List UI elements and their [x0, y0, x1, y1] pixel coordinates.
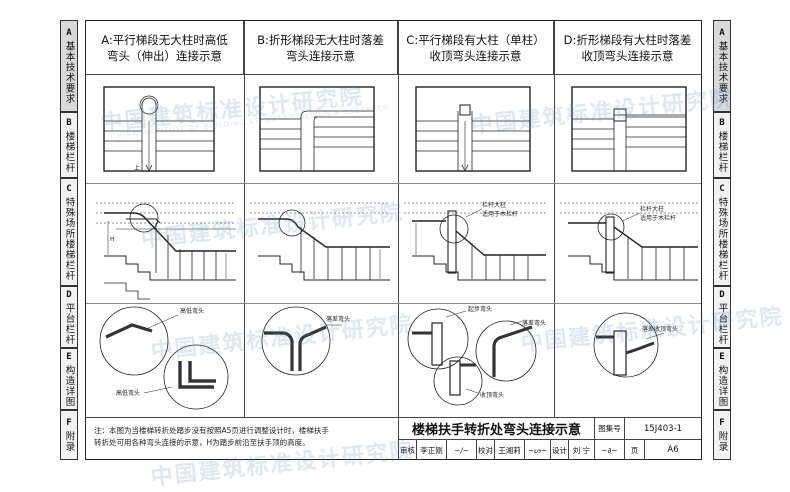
- side-tab-c[interactable]: C 特殊场所楼梯栏杆: [60, 178, 78, 286]
- elevation-view-c: [404, 202, 546, 281]
- detail-view-c: [407, 308, 537, 406]
- detail-view-a: [99, 306, 229, 410]
- label-dazhu-c2: 适用于木栏杆: [482, 210, 518, 218]
- atlas-number: 15J403-1: [624, 417, 701, 439]
- check-label: 校对: [476, 439, 494, 460]
- elevation-view-a: [96, 202, 236, 300]
- side-tab-b[interactable]: B 楼梯栏杆: [60, 112, 78, 178]
- label-dazhu-d2: 适用于木栏杆: [640, 214, 676, 222]
- side-tab-c-right[interactable]: C 特殊场所楼梯栏杆: [713, 178, 731, 286]
- dim-label-h: H: [110, 236, 115, 243]
- plan-view-a: [103, 86, 215, 172]
- column-divider: [398, 21, 399, 417]
- design-label: 设计: [550, 439, 568, 460]
- atlas-label: 图集号: [594, 417, 624, 439]
- plan-view-b: [259, 86, 375, 172]
- stair-drawings: 上: [96, 86, 698, 410]
- side-tab-a[interactable]: A 基本技术要求: [60, 20, 78, 112]
- row-divider: [86, 183, 701, 184]
- side-tab-e-right[interactable]: E 构造详图: [713, 348, 731, 410]
- designer-name: 刘 宁: [568, 439, 594, 460]
- plan-view-c: [415, 86, 531, 172]
- drawing-title: 楼梯扶手转折处弯头连接示意: [398, 417, 594, 439]
- row-divider: [86, 417, 701, 418]
- column-divider: [244, 21, 245, 417]
- elevation-view-d: [560, 202, 698, 281]
- main-frame: A:平行梯段无大柱时高低 弯头（伸出）连接示意 B:折形梯段无大柱时落差 弯头连…: [85, 20, 702, 460]
- row-divider: [86, 303, 701, 304]
- reviewer-signature: ∽∕~: [446, 439, 476, 460]
- label-gaodi-wantou-2: 高低弯头: [116, 389, 140, 397]
- label-luocha-wantou-b: 落差弯头: [326, 315, 350, 323]
- label-gaodi-wantou: 高低弯头: [180, 307, 204, 315]
- designer-signature: ~∂~: [594, 439, 624, 460]
- side-tab-a-right[interactable]: A 基本技术要求: [713, 20, 731, 112]
- label-qibu-wantou: 起步弯头: [468, 305, 492, 313]
- side-tab-b-right[interactable]: B 楼梯栏杆: [713, 112, 731, 178]
- checker-signature: ~ᔕ~: [524, 439, 550, 460]
- detail-view-d: [593, 312, 665, 378]
- side-tab-f[interactable]: F 附录: [60, 410, 78, 460]
- review-label: 审核: [398, 439, 416, 460]
- plan-up-label-a: 上: [134, 164, 140, 172]
- label-dazhu-c1: 栏杆大柱: [482, 201, 506, 209]
- column-header-d: D:折形梯段有大柱时落差 收顶弯头连接示意: [554, 21, 701, 75]
- checker-name: 王湘莉: [494, 439, 524, 460]
- side-tab-d-right[interactable]: D 平台栏杆: [713, 286, 731, 348]
- reviewer-name: 李正刚: [416, 439, 446, 460]
- column-divider: [554, 21, 555, 417]
- side-tab-f-right[interactable]: F 附录: [713, 410, 731, 460]
- column-header-b: B:折形梯段无大柱时落差 弯头连接示意: [244, 21, 398, 75]
- column-header-a: A:平行梯段无大柱时高低 弯头（伸出）连接示意: [86, 21, 244, 75]
- label-dazhu-d1: 栏杆大柱: [640, 205, 664, 213]
- page-number: A6: [644, 439, 701, 460]
- page-label: 页: [624, 439, 644, 460]
- elevation-view-b: [250, 202, 390, 281]
- label-luocha-shouding: 落差收顶弯头: [642, 325, 678, 333]
- side-tab-d[interactable]: D 平台栏杆: [60, 286, 78, 348]
- plan-view-d: [571, 86, 687, 172]
- drawing-note: 注：本图为当楼梯转折处踏步没有按照A5页进行调整设计时，楼梯扶手 转折处可用各种…: [94, 426, 329, 447]
- label-shouding-wantou: 收顶弯头: [480, 391, 504, 399]
- title-block: 楼梯扶手转折处弯头连接示意 图集号 15J403-1 审核 李正刚 ∽∕~ 校对…: [398, 417, 701, 460]
- detail-view-b: [261, 306, 342, 376]
- side-tab-e[interactable]: E 构造详图: [60, 348, 78, 410]
- column-header-c: C:平行梯段有大柱（单柱） 收顶弯头连接示意: [398, 21, 554, 75]
- label-luocha-wantou-c: 落差弯头: [522, 319, 546, 327]
